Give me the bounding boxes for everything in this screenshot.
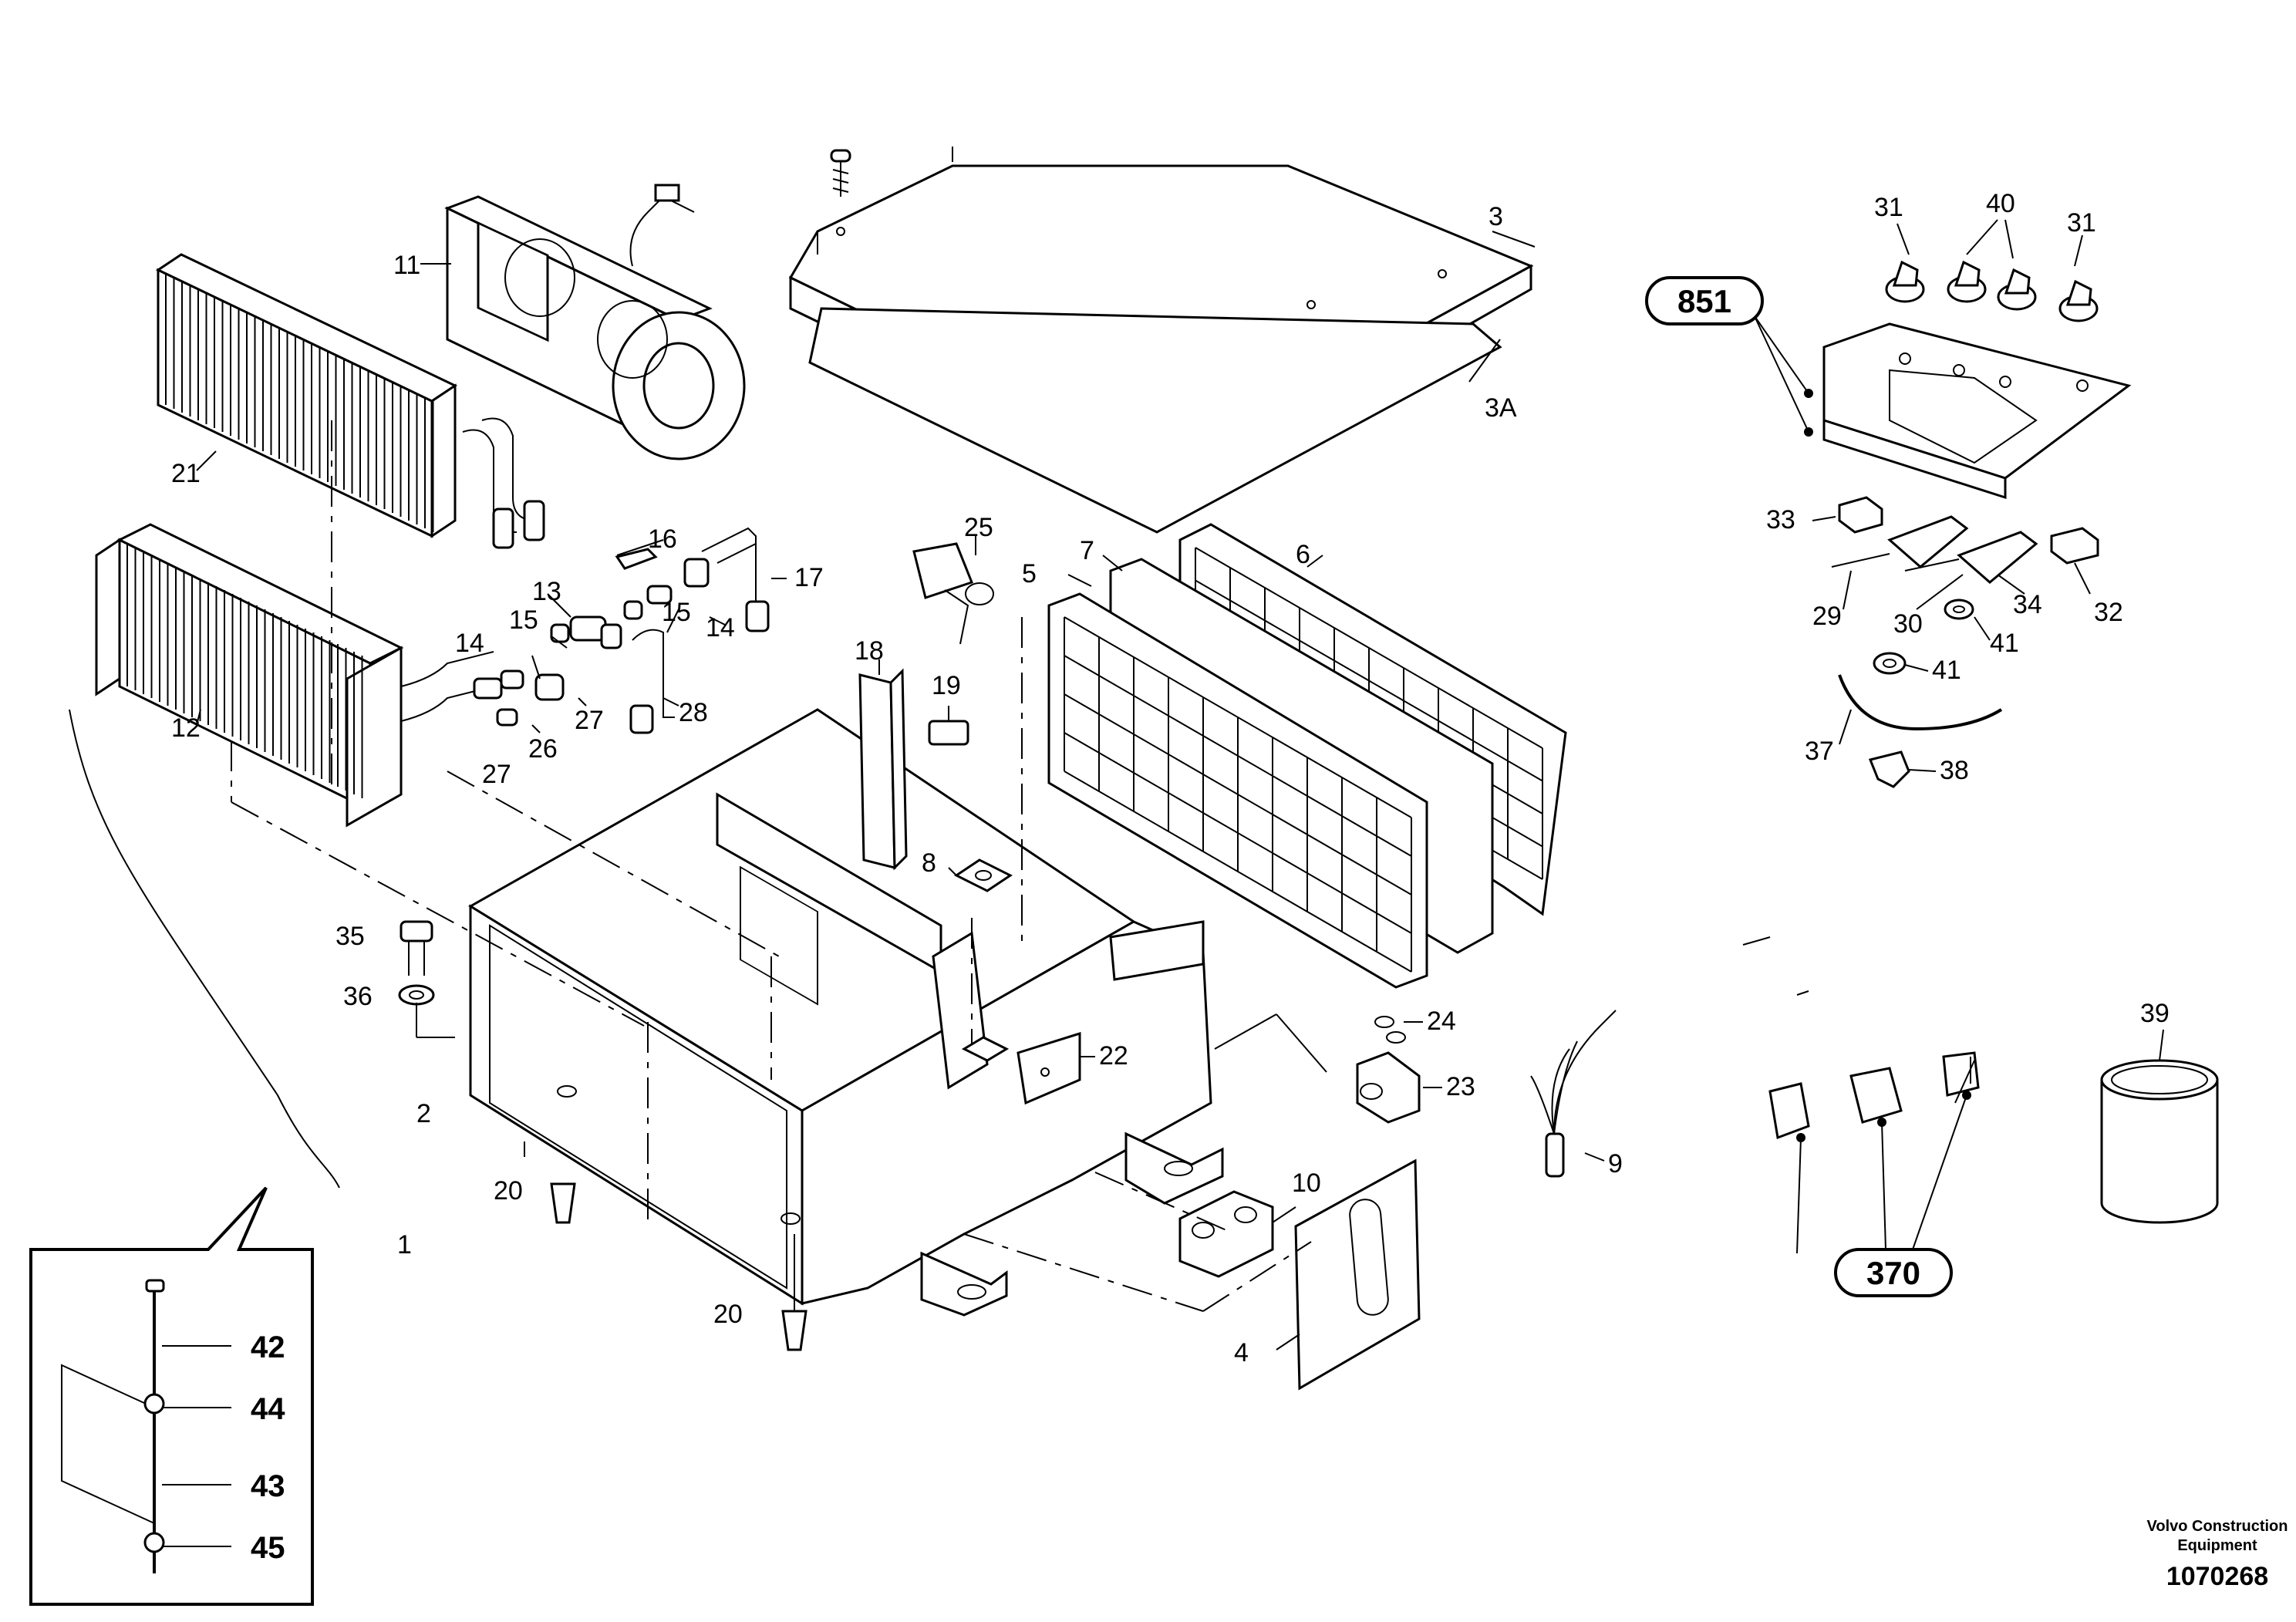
- block-10[interactable]: [1178, 1190, 1274, 1278]
- label-18: 18: [855, 636, 884, 666]
- publisher-block: Volvo Construction Equipment 1070268: [2147, 1518, 2288, 1591]
- label-4: 4: [1234, 1338, 1249, 1367]
- label-33: 33: [1766, 505, 1795, 534]
- label-21: 21: [171, 459, 201, 488]
- label-41b: 41: [1932, 656, 1961, 685]
- o-rings-24[interactable]: [1374, 1016, 1406, 1044]
- label-15b: 15: [662, 598, 691, 627]
- gasket-3a[interactable]: [808, 307, 1502, 534]
- publisher-line2: Equipment: [2177, 1537, 2257, 1554]
- label-19: 19: [932, 671, 961, 700]
- label-14a: 14: [455, 629, 484, 658]
- group-ref-370-text: 370: [1866, 1255, 1920, 1291]
- publisher-line1: Volvo Construction: [2147, 1518, 2288, 1535]
- label-30: 30: [1893, 609, 1923, 639]
- label-45: 45: [251, 1531, 285, 1565]
- label-2: 2: [416, 1099, 431, 1128]
- cable-37[interactable]: [1838, 674, 2003, 731]
- blower-11[interactable]: [444, 184, 746, 460]
- relays-370[interactable]: [1768, 1051, 1980, 1140]
- label-41a: 41: [1990, 629, 2019, 658]
- clip-38[interactable]: [1868, 750, 1910, 788]
- label-12: 12: [171, 713, 201, 743]
- nut-8[interactable]: [954, 858, 1013, 1062]
- canister-39[interactable]: [2100, 1059, 2219, 1224]
- label-15a: 15: [509, 605, 538, 635]
- label-26: 26: [528, 734, 558, 764]
- bracket-22[interactable]: [1017, 1031, 1081, 1105]
- label-13: 13: [532, 577, 561, 606]
- heater-core-12[interactable]: [95, 523, 503, 828]
- harness-9[interactable]: [1530, 1010, 1617, 1178]
- bolt-35[interactable]: [400, 920, 433, 976]
- label-28: 28: [679, 698, 708, 727]
- label-35: 35: [335, 922, 365, 951]
- label-31a: 31: [1874, 193, 1903, 222]
- label-42: 42: [251, 1330, 285, 1364]
- group-ref-851[interactable]: 851: [1645, 276, 1813, 437]
- pin-20-upper[interactable]: [550, 1182, 576, 1224]
- label-10: 10: [1292, 1168, 1321, 1198]
- label-24: 24: [1427, 1007, 1456, 1036]
- bracket-18[interactable]: [858, 668, 908, 871]
- panel-851[interactable]: [1822, 322, 2132, 500]
- actuator-25[interactable]: [912, 542, 994, 645]
- levers-29-30-34[interactable]: [1831, 515, 2038, 584]
- evaporator-core-21[interactable]: [155, 253, 545, 549]
- group-ref-370[interactable]: 370: [1796, 1091, 1971, 1297]
- washer-36[interactable]: [398, 984, 435, 1006]
- drawing-number: 1070268: [2166, 1562, 2268, 1591]
- knobs-31-40[interactable]: [1885, 260, 2099, 322]
- assembly-lines: [69, 420, 1327, 1312]
- label-29: 29: [1812, 602, 1842, 631]
- knob-33[interactable]: [1838, 496, 1883, 534]
- label-17: 17: [794, 563, 824, 592]
- label-44: 44: [251, 1392, 285, 1426]
- label-23: 23: [1446, 1072, 1475, 1101]
- label-11: 11: [393, 251, 420, 280]
- detail-inset: [29, 1186, 314, 1606]
- label-43: 43: [251, 1469, 285, 1503]
- label-3a: 3A: [1485, 393, 1517, 423]
- label-27b: 27: [482, 760, 511, 789]
- clip-19[interactable]: [928, 720, 969, 746]
- valve-23[interactable]: [1356, 1051, 1421, 1124]
- label-31b: 31: [2067, 208, 2096, 238]
- label-6: 6: [1296, 540, 1310, 569]
- housing-2[interactable]: [468, 708, 1212, 1306]
- knob-32[interactable]: [2050, 527, 2099, 565]
- label-34: 34: [2013, 590, 2042, 619]
- filter-5[interactable]: [1047, 592, 1428, 989]
- label-38: 38: [1940, 756, 1969, 785]
- label-22: 22: [1099, 1041, 1128, 1071]
- label-37: 37: [1805, 737, 1834, 766]
- screw-3[interactable]: [830, 149, 851, 197]
- label-39: 39: [2140, 999, 2170, 1028]
- label-1: 1: [397, 1230, 412, 1259]
- label-32: 32: [2094, 598, 2123, 627]
- label-9: 9: [1608, 1149, 1623, 1179]
- label-8: 8: [922, 848, 936, 878]
- bracket-side[interactable]: [920, 920, 1224, 1317]
- leader-lines: [196, 231, 2164, 1351]
- label-7: 7: [1080, 536, 1094, 565]
- label-20a: 20: [494, 1176, 523, 1206]
- panel-leaders: [1812, 219, 2091, 772]
- label-27a: 27: [575, 706, 604, 735]
- label-40: 40: [1986, 189, 2015, 218]
- label-16: 16: [648, 524, 677, 554]
- part-labels: 11 21 12 3 3A 6 7 5 25 18 19 8 16 17 13 …: [171, 189, 2170, 1565]
- group-ref-851-text: 851: [1677, 283, 1731, 319]
- nuts-41[interactable]: [1873, 599, 1974, 675]
- label-20b: 20: [713, 1300, 743, 1329]
- pin-20-lower[interactable]: [781, 1310, 807, 1351]
- label-5: 5: [1022, 559, 1037, 588]
- fittings[interactable]: [496, 527, 770, 734]
- label-3: 3: [1489, 202, 1503, 231]
- label-36: 36: [343, 982, 373, 1011]
- label-25: 25: [964, 513, 993, 542]
- label-14b: 14: [706, 613, 735, 642]
